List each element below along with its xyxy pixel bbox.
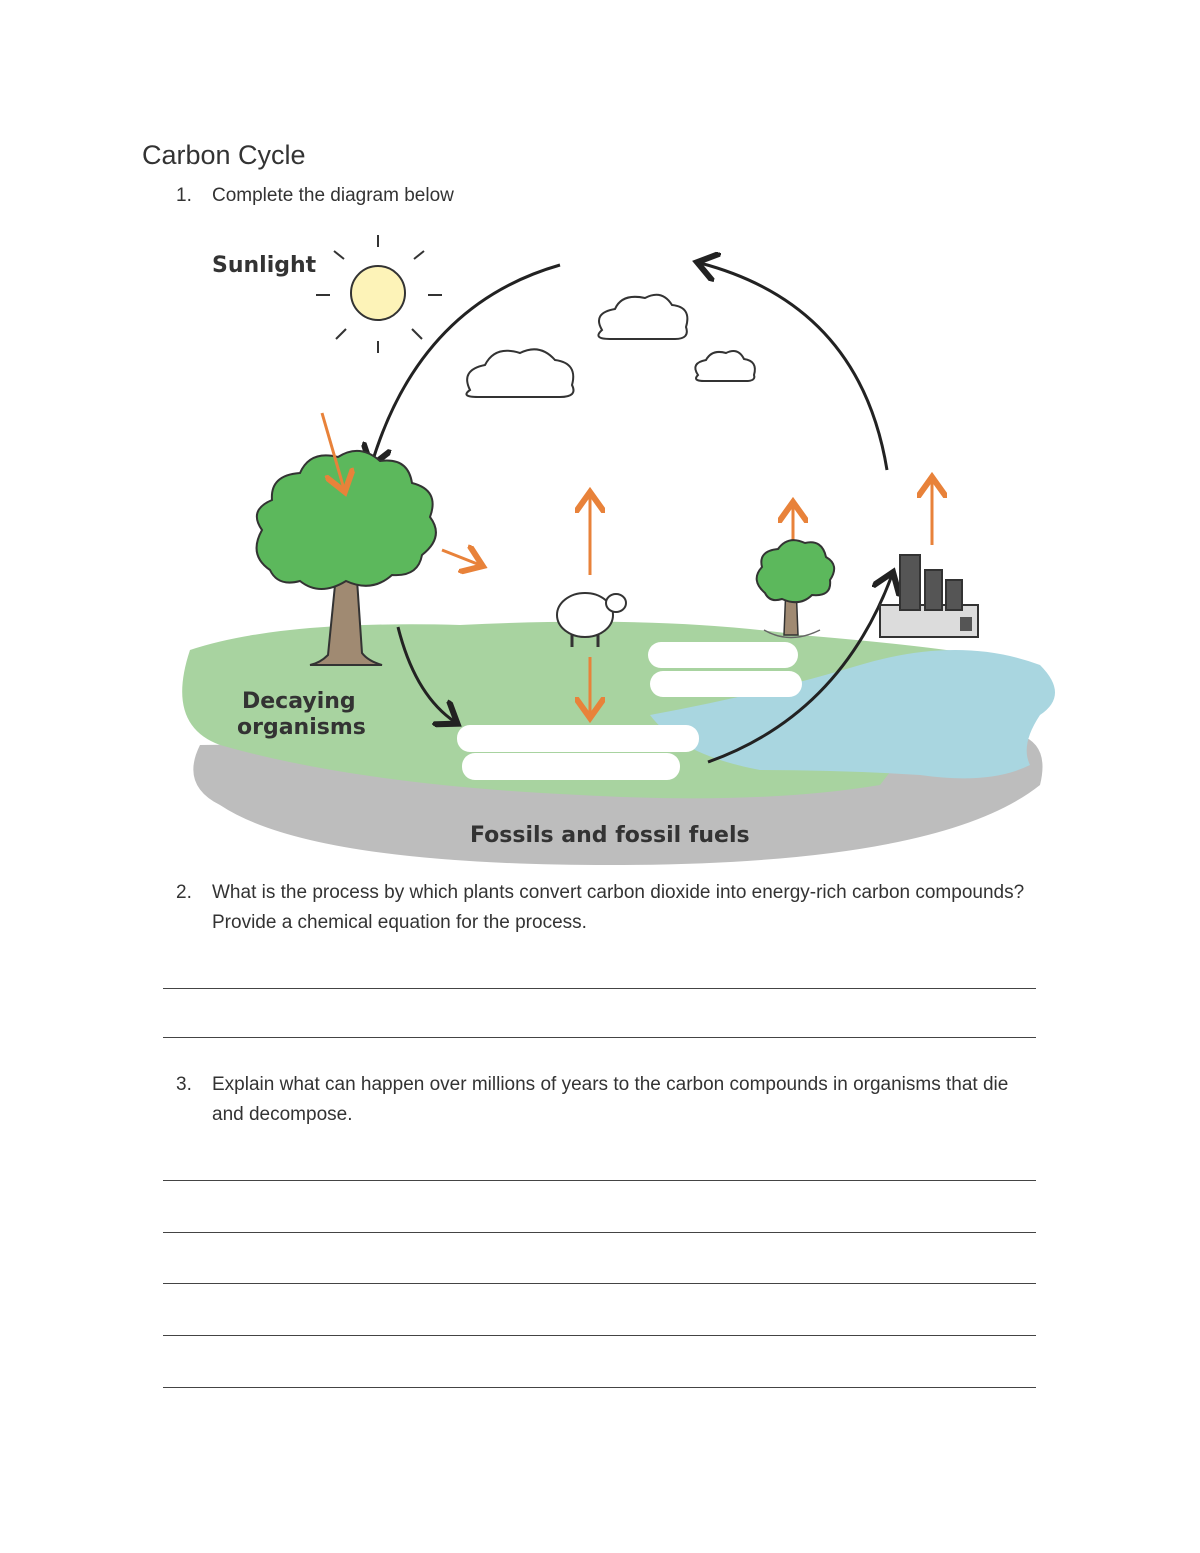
- question-2: 2. What is the process by which plants c…: [176, 878, 1036, 942]
- arrow-factory-to-atmosphere: [700, 263, 889, 471]
- arrow-tree-release: [441, 550, 480, 565]
- factory-icon: [879, 554, 979, 638]
- question-1: 1. Complete the diagram below: [176, 181, 1076, 211]
- answer-line[interactable]: [163, 1387, 1036, 1388]
- answer-line[interactable]: [163, 1283, 1036, 1284]
- arrow-atmosphere-to-plants: [372, 263, 561, 463]
- answer-line[interactable]: [163, 1335, 1036, 1336]
- blank-label-box: [648, 642, 798, 668]
- question-number: 3.: [176, 1074, 192, 1095]
- page-title: Carbon Cycle: [142, 140, 306, 170]
- question-number: 1.: [176, 185, 192, 206]
- answer-line[interactable]: [163, 1180, 1036, 1181]
- question-text: What is the process by which plants conv…: [212, 882, 1025, 933]
- arrow-sunlight-to-tree: [320, 412, 344, 489]
- answer-line[interactable]: [163, 1232, 1036, 1233]
- carbon-cycle-diagram: Fossils and fossil fuels Sunlight: [182, 235, 1055, 865]
- water-area: [650, 650, 1055, 779]
- sheep-icon: [556, 592, 627, 647]
- decaying-label-line1: Decaying: [242, 689, 356, 714]
- sunlight-label: Sunlight: [212, 253, 317, 278]
- question-text: Complete the diagram below: [212, 185, 454, 206]
- blank-label-box: [650, 671, 802, 697]
- answer-line[interactable]: [163, 1037, 1036, 1038]
- cloud-icon: [694, 350, 756, 382]
- blank-label-box: [462, 753, 680, 780]
- cloud-icon: [465, 348, 575, 398]
- answer-line[interactable]: [163, 988, 1036, 989]
- tree-icon: [255, 450, 437, 666]
- decaying-label-line2: organisms: [237, 715, 366, 740]
- arrow-fossils-to-factory: [707, 575, 892, 764]
- small-tree-icon: [755, 539, 836, 639]
- question-text: Explain what can happen over millions of…: [212, 1074, 1009, 1125]
- fossils-label: Fossils and fossil fuels: [470, 823, 750, 848]
- blank-label-box: [457, 725, 699, 752]
- question-3: 3. Explain what can happen over millions…: [176, 1070, 1036, 1134]
- arrow-tree-to-ground: [396, 626, 455, 722]
- cloud-icon: [597, 293, 689, 340]
- sun-icon: [316, 235, 442, 353]
- question-number: 2.: [176, 882, 192, 903]
